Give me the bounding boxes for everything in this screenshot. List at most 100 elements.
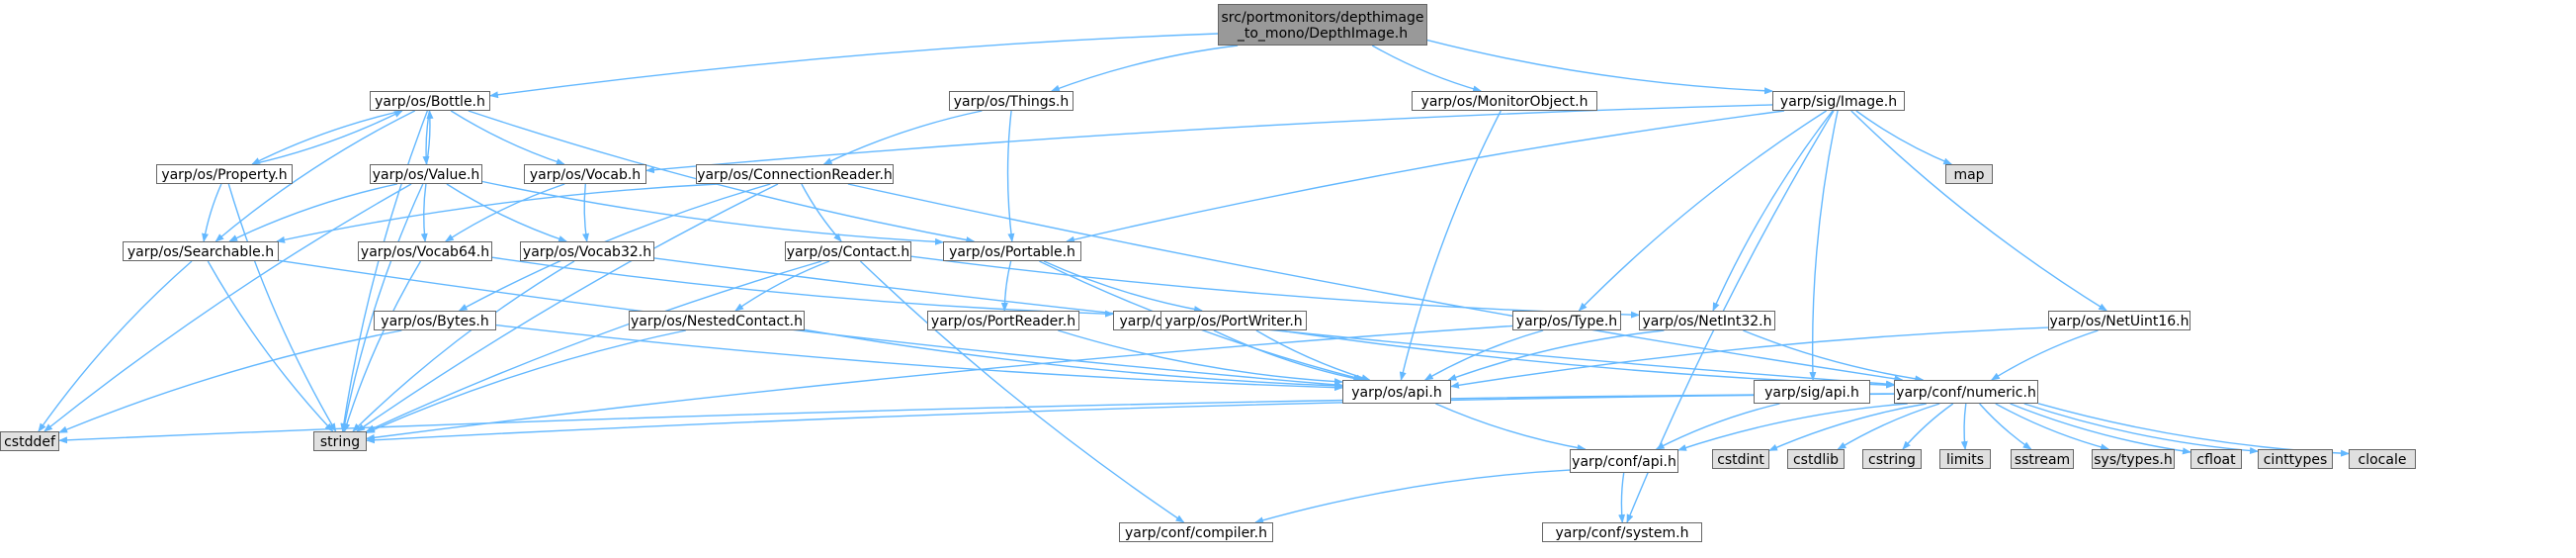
node-cinttypes: cinttypes	[2258, 449, 2333, 469]
node-box	[370, 91, 490, 111]
node-contact[interactable]: yarp/os/Contact.h	[785, 241, 911, 261]
edge-sigimage-to-map	[1855, 110, 1953, 165]
edge-nestedcontact-to-osapi	[804, 328, 1343, 390]
edge-property-to-searchable	[202, 183, 222, 242]
node-box	[696, 164, 894, 184]
node-cstddef: cstddef	[0, 431, 59, 451]
node-confapi[interactable]: yarp/conf/api.h	[1570, 449, 1678, 473]
node-netuint16[interactable]: yarp/os/NetUint16.h	[2048, 311, 2190, 330]
edge-connreader-to-bytes	[458, 183, 771, 312]
edge-value-to-cstddef	[43, 183, 412, 432]
node-property[interactable]: yarp/os/Property.h	[156, 164, 293, 184]
node-label: cstdlib	[1793, 452, 1839, 468]
node-label: yarp/os/MonitorObject.h	[1421, 94, 1589, 110]
node-label: yarp/os/Bottle.h	[375, 94, 485, 110]
node-box	[1542, 522, 1702, 542]
edge-bottle-to-vocab	[450, 110, 565, 165]
node-sigapi[interactable]: yarp/sig/api.h	[1754, 380, 1870, 404]
node-clocale: clocale	[2349, 449, 2416, 469]
node-netint32[interactable]: yarp/os/NetInt32.h	[1639, 311, 1775, 330]
node-cstdint: cstdint	[1712, 449, 1769, 469]
node-label: yarp/os/Things.h	[954, 94, 1070, 110]
node-portable[interactable]: yarp/os/Portable.h	[943, 241, 1081, 261]
edge-portable-to-portreader	[1000, 260, 1012, 312]
node-box	[1862, 449, 1922, 469]
edge-portreader-to-osapi	[1058, 329, 1343, 386]
edge-numeric-to-limits	[1960, 403, 1968, 450]
node-system[interactable]: yarp/conf/system.h	[1542, 522, 1702, 542]
node-label: cfloat	[2196, 452, 2236, 468]
edge-confapi-to-system	[1618, 472, 1626, 523]
node-cfloat: cfloat	[2190, 449, 2242, 469]
node-cstring: cstring	[1862, 449, 1922, 469]
node-box	[0, 431, 59, 451]
node-box	[949, 91, 1073, 111]
edge-things-to-portable	[1006, 110, 1015, 242]
edge-monitorobject-to-osapi	[1399, 110, 1502, 381]
node-box	[943, 241, 1081, 261]
node-box	[374, 311, 496, 330]
edge-contact-to-compiler	[859, 260, 1185, 523]
node-searchable[interactable]: yarp/os/Searchable.h	[123, 241, 279, 261]
node-string: string	[313, 431, 367, 451]
edge-searchable-to-cstddef	[38, 260, 193, 432]
node-label: sys/types.h	[2094, 452, 2172, 468]
node-label: limits	[1946, 452, 1984, 468]
node-type[interactable]: yarp/os/Type.h	[1512, 311, 1621, 330]
node-label: yarp/os/Searchable.h	[128, 244, 274, 260]
node-label: yarp/os/Vocab64.h	[361, 244, 489, 260]
edge-osapi-to-confapi	[1435, 403, 1587, 452]
edge-numeric-to-cfloat	[2010, 403, 2191, 455]
node-label: cstdint	[1717, 452, 1764, 468]
node-depthimage[interactable]: src/portmonitors/depthimage_to_mono/Dept…	[1218, 4, 1427, 46]
node-box	[358, 241, 492, 261]
node-vocab[interactable]: yarp/os/Vocab.h	[524, 164, 646, 184]
node-label: string	[320, 434, 360, 450]
edge-depthimage-to-monitorobject	[1371, 45, 1483, 93]
node-label: sstream	[2015, 452, 2070, 468]
edge-sigimage-to-netint32	[1712, 110, 1834, 312]
node-portwriter[interactable]: yarp/os/PortWriter.h	[1160, 311, 1307, 330]
node-connreader[interactable]: yarp/os/ConnectionReader.h	[696, 164, 894, 184]
node-things[interactable]: yarp/os/Things.h	[949, 91, 1073, 111]
node-monitorobject[interactable]: yarp/os/MonitorObject.h	[1412, 91, 1597, 111]
node-box	[927, 311, 1079, 330]
node-vocab64[interactable]: yarp/os/Vocab64.h	[358, 241, 492, 261]
edge-sigimage-to-sigapi	[1809, 110, 1839, 381]
edges-layer	[38, 33, 2350, 524]
edge-portable-to-portwriter	[1043, 260, 1203, 313]
node-nestedcontact[interactable]: yarp/os/NestedContact.h	[629, 311, 805, 330]
edge-type-to-osapi	[1423, 329, 1544, 381]
edge-numeric-to-confapi	[1677, 403, 1908, 451]
node-box	[785, 241, 911, 261]
edge-value-to-searchable	[228, 183, 397, 242]
nodes-layer: src/portmonitors/depthimage_to_mono/Dept…	[0, 4, 2416, 542]
node-bytes[interactable]: yarp/os/Bytes.h	[374, 311, 496, 330]
node-label: map	[1953, 167, 1984, 183]
node-label: yarp/os/Bytes.h	[381, 314, 488, 329]
edge-bottle-to-string	[340, 110, 429, 432]
edge-bottle-to-portable	[468, 110, 976, 243]
node-vocab32[interactable]: yarp/os/Vocab32.h	[520, 241, 654, 261]
edge-property-to-bottle	[251, 110, 403, 165]
node-value[interactable]: yarp/os/Value.h	[370, 164, 482, 184]
node-compiler[interactable]: yarp/conf/compiler.h	[1119, 522, 1273, 542]
edge-contact-to-netint32	[910, 255, 1640, 319]
edge-depthimage-to-sigimage	[1426, 39, 1773, 95]
edge-sigapi-to-confapi	[1655, 403, 1780, 450]
node-box	[1939, 449, 1991, 469]
node-label: clocale	[2359, 452, 2407, 468]
node-sigimage[interactable]: yarp/sig/Image.h	[1772, 91, 1905, 111]
edge-value-to-vocab64	[420, 183, 428, 242]
node-numeric[interactable]: yarp/conf/numeric.h	[1894, 380, 2038, 404]
node-bottle[interactable]: yarp/os/Bottle.h	[370, 91, 490, 111]
node-box	[1512, 311, 1621, 330]
node-label: yarp/os/PortWriter.h	[1164, 314, 1302, 329]
node-label: yarp/sig/Image.h	[1780, 94, 1897, 110]
node-portreader[interactable]: yarp/os/PortReader.h	[927, 311, 1079, 330]
edge-value-to-bottle	[425, 110, 434, 165]
node-box	[2048, 311, 2190, 330]
node-limits: limits	[1939, 449, 1991, 469]
node-osapi[interactable]: yarp/os/api.h	[1342, 380, 1451, 404]
node-label: yarp/os/Value.h	[373, 167, 480, 183]
